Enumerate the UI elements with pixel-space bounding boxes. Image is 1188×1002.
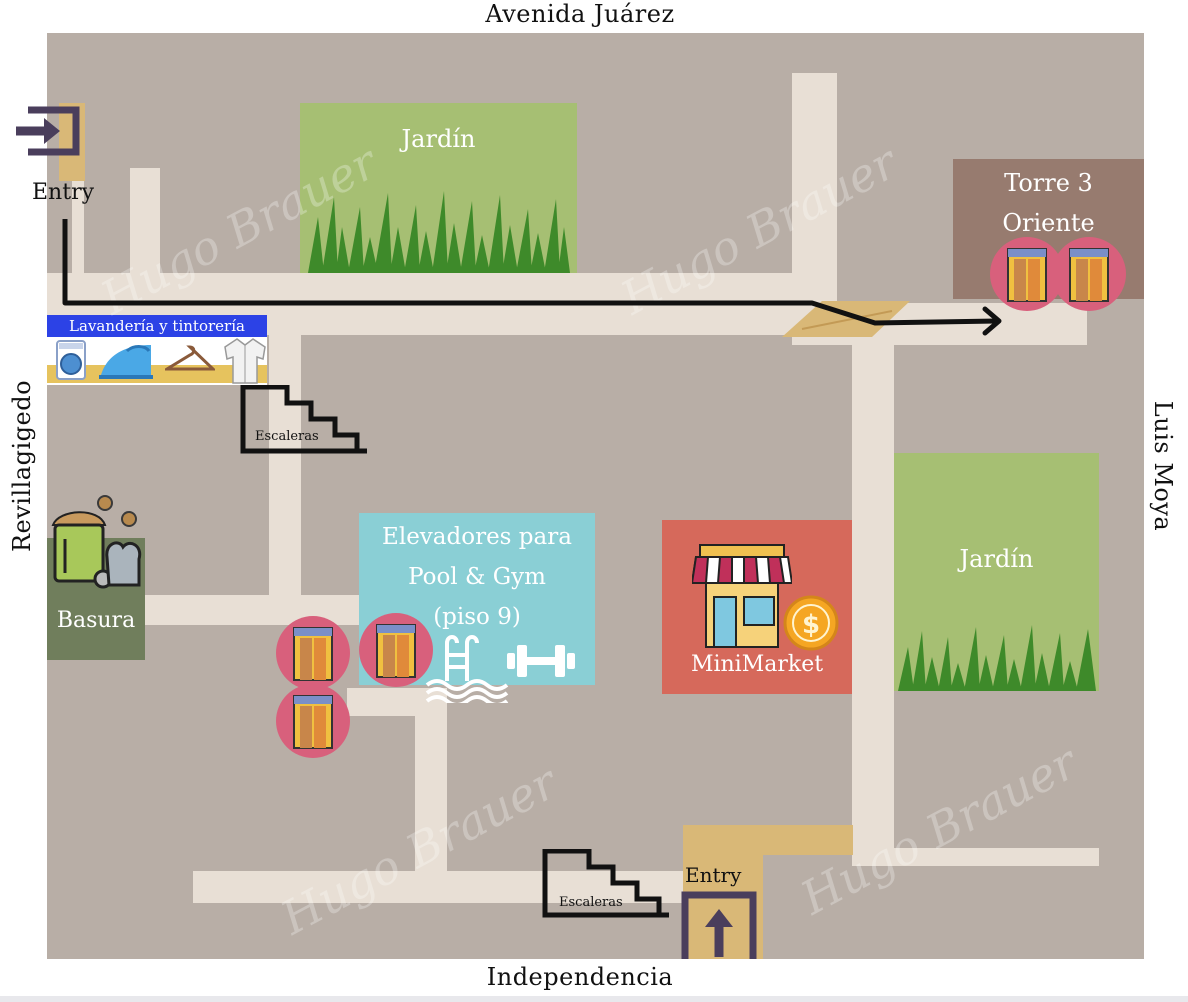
- garden-right-label: Jardín: [959, 545, 1034, 573]
- street-label-bottom: Independencia: [486, 963, 674, 991]
- street-label-left: Revillagigedo: [8, 379, 36, 553]
- iron-icon: [99, 345, 153, 379]
- entry-label-top: Entry: [32, 180, 95, 205]
- shirt-icon: [224, 338, 266, 384]
- elevator-icon: [276, 684, 350, 758]
- grass-icon: [308, 191, 570, 273]
- elevator-icon: [1052, 237, 1126, 311]
- dumbbell-icon: [507, 645, 575, 677]
- elevator-icon: [990, 237, 1064, 311]
- stairs-label-upper: Escaleras: [255, 429, 319, 444]
- entry-label-bottom: Entry: [685, 863, 742, 887]
- store-front-icon: [692, 544, 792, 648]
- laundry-area: Lavandería y tintorería: [47, 315, 267, 385]
- walkway: [347, 688, 417, 716]
- floor-map: Jardín Jardín Torre 3 Oriente Lavandería…: [47, 33, 1144, 959]
- door-enter-icon: [681, 891, 757, 959]
- garden-right: Jardín: [894, 453, 1099, 691]
- route-arrow: [62, 219, 1002, 336]
- garden-top-label: Jardín: [401, 125, 476, 153]
- walkway: [415, 688, 447, 873]
- walkway: [130, 168, 160, 288]
- stairs-icon: [542, 849, 669, 918]
- street-label-right: Luis Moya: [1149, 400, 1177, 532]
- stairs-icon: [240, 385, 367, 454]
- door-enter-icon: [16, 106, 80, 156]
- svg-text:$: $: [802, 610, 820, 640]
- walkway: [792, 73, 837, 313]
- trash-bin-icon: [51, 495, 142, 589]
- bottom-strip: [0, 996, 1188, 1002]
- wood-entry-bottom: [683, 825, 853, 855]
- hanger-icon: [165, 345, 215, 371]
- pool-gym-label: Elevadores para Pool & Gym (piso 9): [382, 524, 572, 630]
- stairs-label-lower: Escaleras: [559, 895, 623, 910]
- washing-machine-icon: [56, 340, 86, 380]
- trash-label: Basura: [56, 608, 136, 633]
- garden-top: Jardín: [300, 103, 577, 273]
- street-label-top: Avenida Juárez: [485, 0, 675, 28]
- laundry-header: Lavandería y tintorería: [47, 315, 267, 337]
- wood-crossing: [782, 301, 910, 337]
- walkway: [852, 333, 894, 863]
- grass-icon: [898, 625, 1096, 691]
- swimming-pool-icon: [425, 635, 509, 703]
- wood-entry-top: [59, 103, 85, 181]
- walkway: [193, 871, 713, 903]
- walkway: [852, 848, 1099, 866]
- elevator-icon: [276, 616, 350, 690]
- walkway: [269, 333, 301, 623]
- elevator-icon: [359, 613, 433, 687]
- dollar-coin-icon: $: [783, 595, 839, 651]
- tower-label: Torre 3 Oriente: [1002, 169, 1095, 237]
- walkway: [47, 273, 837, 305]
- minimarket-label: MiniMarket: [690, 652, 824, 677]
